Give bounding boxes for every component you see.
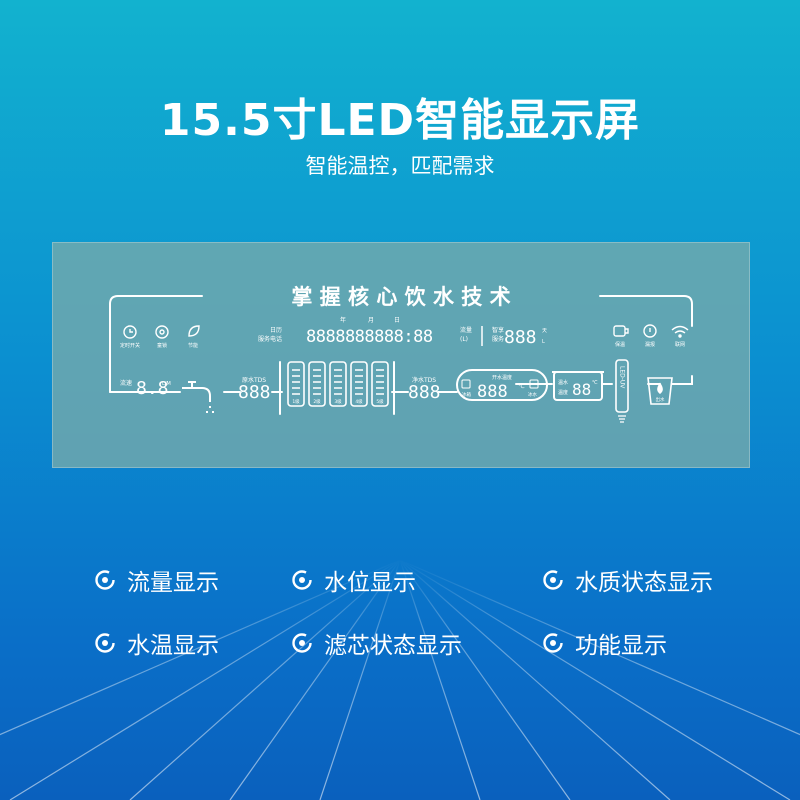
fridge-icon xyxy=(461,379,471,389)
hot-water-label: 开水温度 xyxy=(492,374,512,381)
filter-level-1: 1级 xyxy=(292,398,300,405)
hot-water-right-label: 冰水 xyxy=(528,391,537,398)
icon-label-timer: 定时开关 xyxy=(120,342,140,349)
panel-banner: 掌 握 核 心 饮 水 技 术 xyxy=(291,285,510,309)
date-day-label: 日 xyxy=(394,317,400,324)
calendar-label: 日历 xyxy=(270,327,282,334)
flow-volume-unit: (L) xyxy=(460,336,468,343)
feature-item: 流量显示 xyxy=(93,563,219,597)
feature-item: 水质状态显示 xyxy=(541,563,713,597)
filter-cartridge xyxy=(308,361,326,407)
ring-bullet-icon xyxy=(543,570,563,590)
hot-water-digits: 888 xyxy=(477,382,508,402)
feature-label: 流量显示 xyxy=(127,570,219,596)
raw-tds-label: 原水TDS xyxy=(242,376,266,384)
pure-tds-digits: 888 xyxy=(408,382,441,403)
filter-level-5: 5级 xyxy=(376,398,384,405)
feature-item: 水温显示 xyxy=(93,626,219,660)
flow-rate-digits: 8.8 xyxy=(136,378,169,399)
water-glass-icon xyxy=(647,377,673,405)
feature-label: 功能显示 xyxy=(575,633,667,659)
filter-cartridge xyxy=(329,361,347,407)
feature-item: 滤芯状态显示 xyxy=(290,626,462,660)
hot-water-unit: ℃ xyxy=(518,383,525,390)
alarm-clock-icon xyxy=(123,325,137,339)
feature-label: 水位显示 xyxy=(324,570,416,596)
warm-label-bottom: 温度 xyxy=(558,389,568,396)
flow-volume-label: 流量 xyxy=(460,326,472,334)
raw-tds-digits: 888 xyxy=(238,382,271,403)
pure-tds-label: 净水TDS xyxy=(412,376,436,384)
smart-service-label: 智享 xyxy=(492,326,504,334)
icon-label-lock: 童锁 xyxy=(157,342,167,349)
date-month-label: 月 xyxy=(368,317,374,324)
ring-bullet-icon xyxy=(292,570,312,590)
warm-label-top: 温水 xyxy=(558,379,568,386)
uv-base xyxy=(618,415,626,423)
ring-bullet-icon xyxy=(95,570,115,590)
ring-bullet-icon xyxy=(292,633,312,653)
filter-cartridges xyxy=(287,361,389,407)
filter-cartridge xyxy=(287,361,305,407)
ring-bullet-icon xyxy=(95,633,115,653)
uv-label: LED-UV xyxy=(619,366,626,389)
filter-level-3: 3级 xyxy=(334,398,342,405)
smart-service-digits: 888 xyxy=(504,327,537,348)
datetime-digits: 8888888888:88 xyxy=(306,327,433,347)
feature-label: 滤芯状态显示 xyxy=(324,633,462,659)
uv-lamp xyxy=(615,359,629,413)
feature-item: 功能显示 xyxy=(541,626,667,660)
icon-label-eco: 节能 xyxy=(188,342,198,349)
icon-label-warm: 保温 xyxy=(615,341,625,348)
frame-top-left xyxy=(109,295,203,393)
icon-label-leak: 漏报 xyxy=(645,341,655,348)
page-subtitle: 智能温控，匹配需求 xyxy=(305,154,495,178)
ice-water-icon xyxy=(529,379,539,389)
smart-service-sub: 服务 xyxy=(492,335,504,343)
keep-warm-icon xyxy=(613,325,629,337)
smart-unit-day: 天 xyxy=(542,328,547,334)
leak-icon xyxy=(643,324,657,338)
date-year-label: 年 xyxy=(340,316,346,324)
filter-cartridge xyxy=(371,361,389,407)
flow-rate-label: 流速 xyxy=(120,379,132,387)
child-lock-icon xyxy=(155,325,169,339)
filter-cartridge xyxy=(350,361,368,407)
feature-label: 水温显示 xyxy=(127,633,219,659)
faucet-icon xyxy=(182,381,214,413)
warm-digits: 88 xyxy=(572,380,591,399)
feature-item: 水位显示 xyxy=(290,563,416,597)
service-phone-label: 服务电话 xyxy=(258,335,282,343)
ring-bullet-icon xyxy=(543,633,563,653)
hot-water-display xyxy=(456,369,548,401)
feature-label: 水质状态显示 xyxy=(575,570,713,596)
warm-unit: ℃ xyxy=(592,380,598,386)
display-diagram: 掌 握 核 心 饮 水 技 术 定时开关 童锁 节能 年 月 日 日历 服务电话… xyxy=(109,285,693,423)
led-display-panel: 掌 握 核 心 饮 水 技 术 定时开关 童锁 节能 年 月 日 日历 服务电话… xyxy=(52,242,750,468)
frame-top-right xyxy=(599,295,693,327)
smart-unit-liter: L xyxy=(542,339,545,345)
pipe-segment xyxy=(671,375,693,385)
filter-level-2: 2级 xyxy=(313,398,321,405)
dispense-label: 出水 xyxy=(656,396,665,403)
hot-water-left-label: 冰箱 xyxy=(462,391,471,398)
wifi-icon xyxy=(671,325,689,338)
leaf-icon xyxy=(188,325,200,337)
filter-level-4: 4级 xyxy=(355,398,363,405)
flow-rate-unit: L/M xyxy=(162,381,171,387)
page-title: 15.5寸LED智能显示屏 xyxy=(159,95,641,146)
icon-label-wifi: 联网 xyxy=(675,341,685,348)
